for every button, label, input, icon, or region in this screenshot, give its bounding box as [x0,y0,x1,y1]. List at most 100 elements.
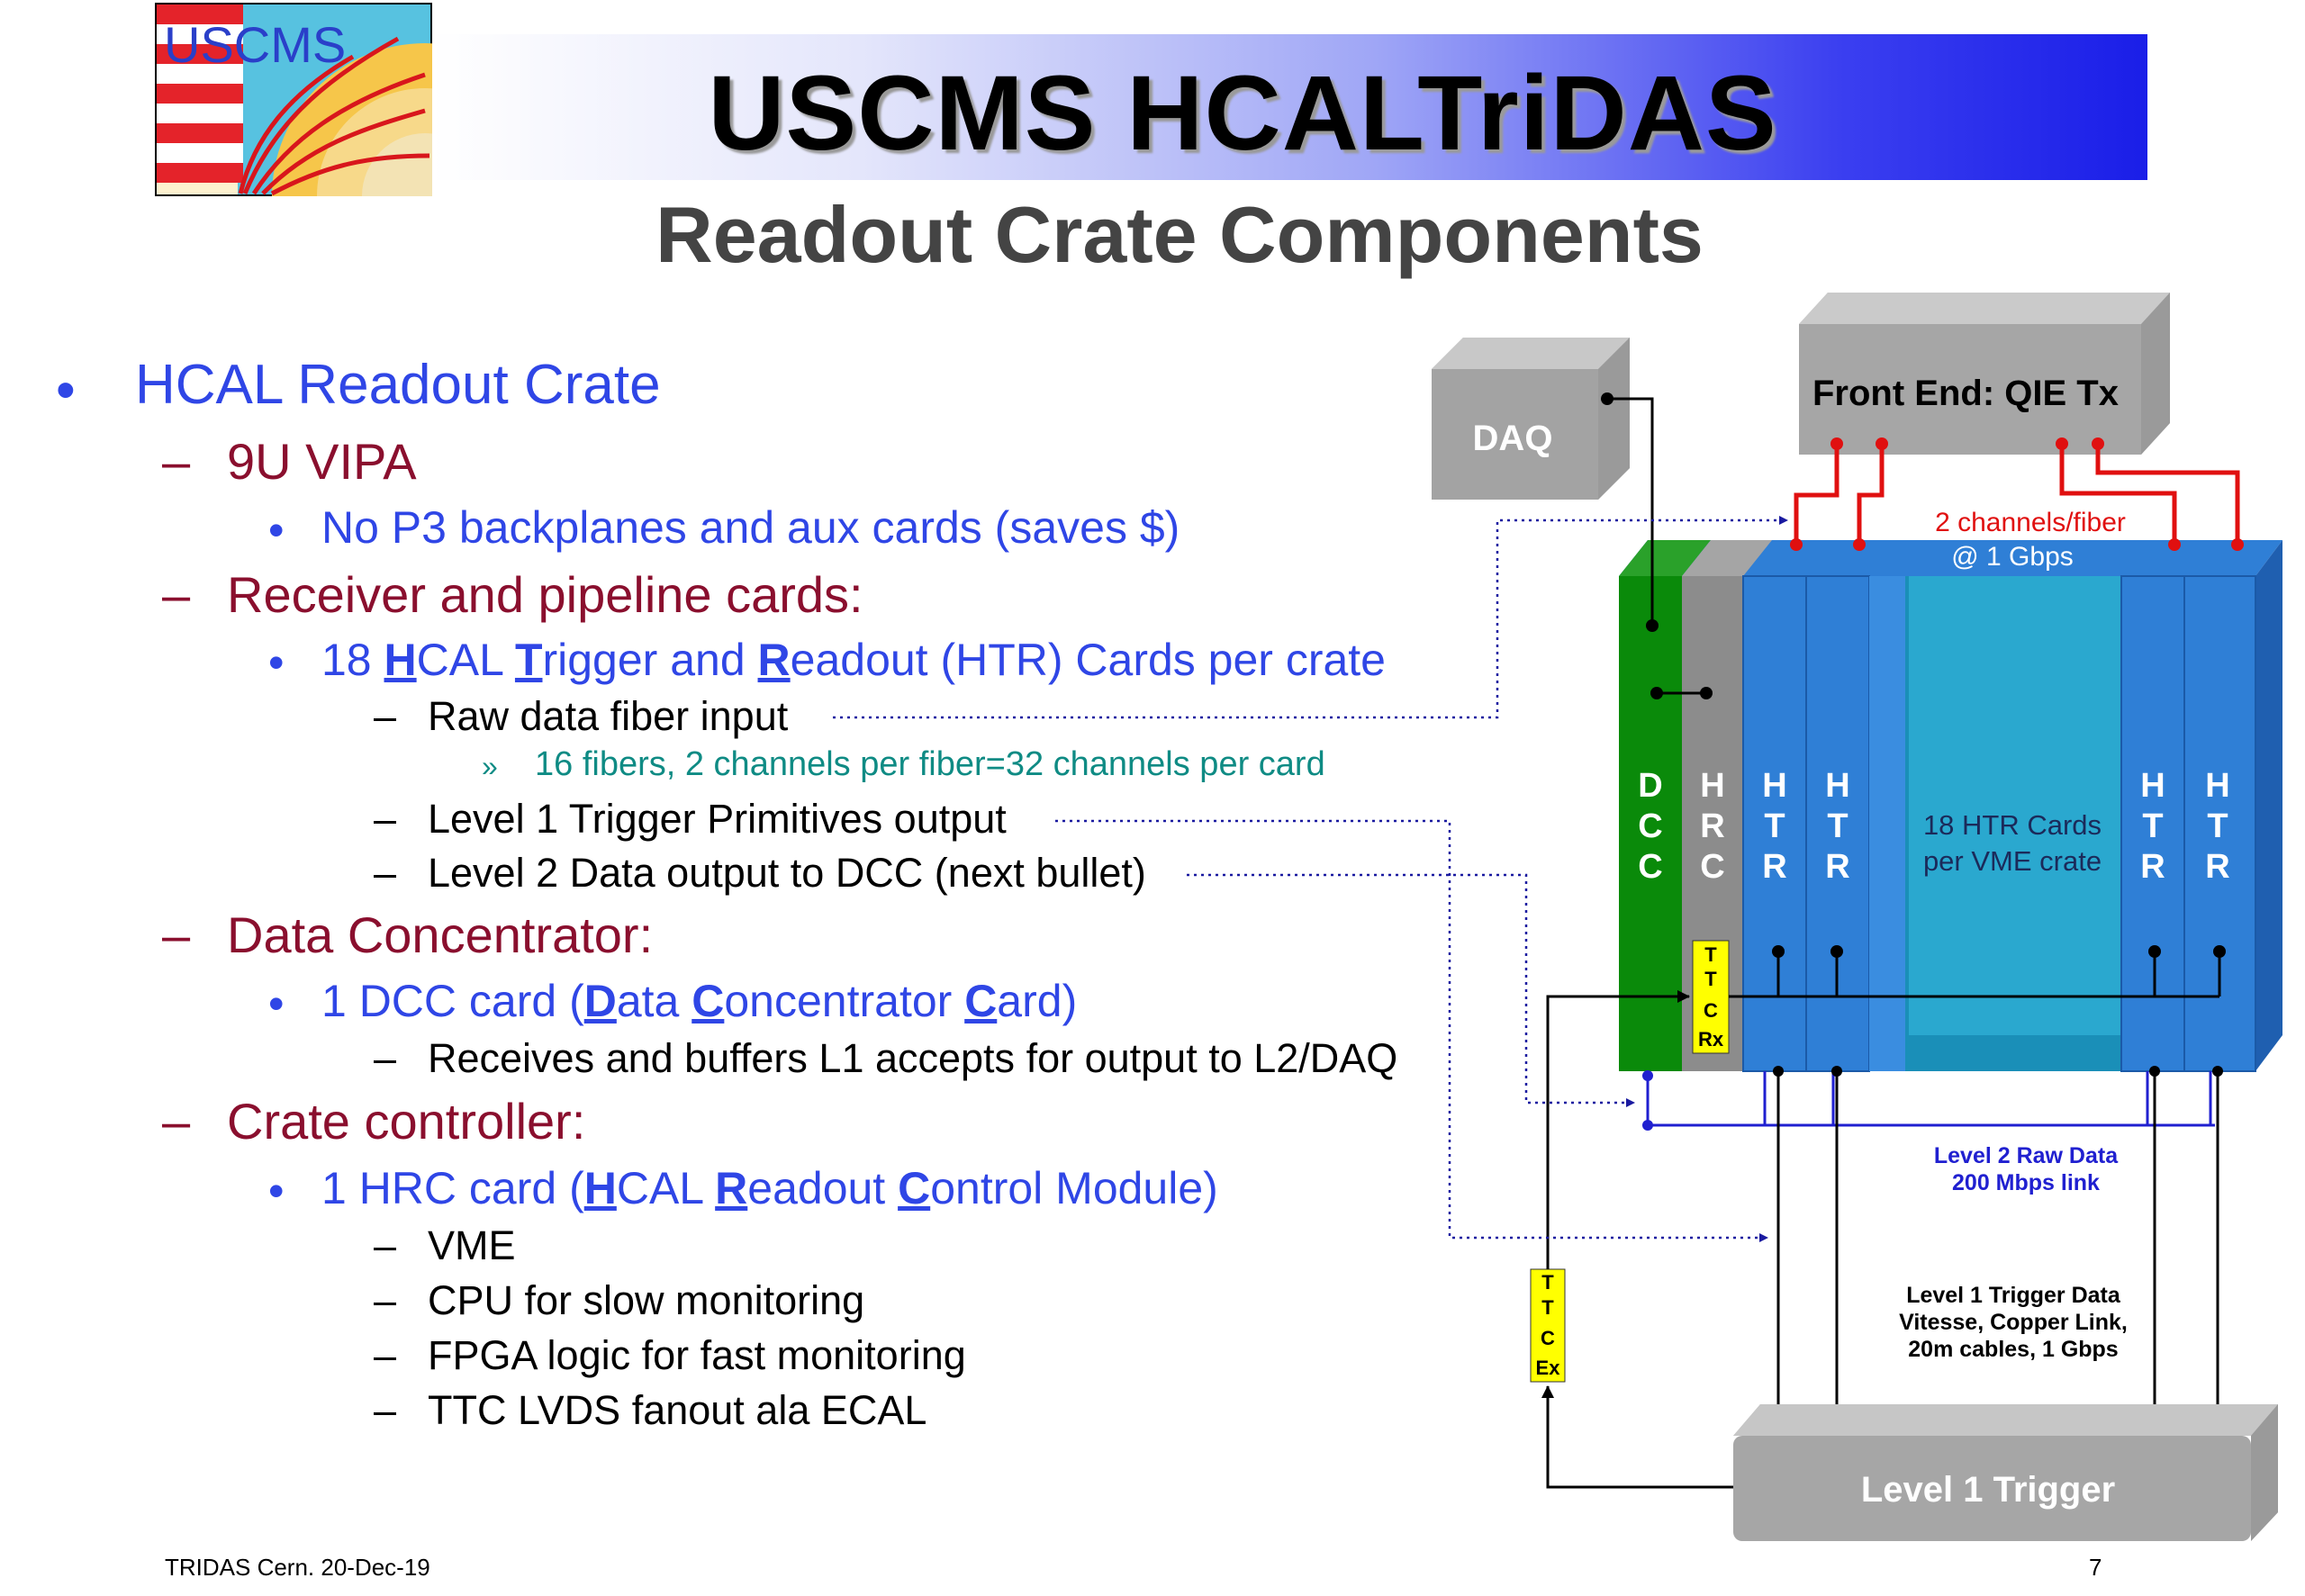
dcc-letter: C [1638,848,1662,886]
page-title: USCMS HCALTriDAS [708,54,1777,173]
dash-marker: – [374,1332,397,1378]
outline-vipa-note: No P3 backplanes and aux cards (saves $) [321,502,1180,553]
level1-data-label-2: Vitesse, Copper Link, [1899,1310,2128,1335]
level1-data-label-3: 20m cables, 1 Gbps [1908,1337,2118,1362]
outline-crate: HCAL Readout Crate [135,354,661,416]
outline-dcc-card: 1 DCC card (Data Concentrator Card) [321,976,1078,1026]
dash-marker: – [374,796,397,842]
dash-marker: – [374,1387,397,1433]
front-end-label: Front End: QIE Tx [1812,374,2119,413]
htr-letter: T [2207,807,2228,845]
htr-letter: T [1827,807,1848,845]
dash-marker: – [374,850,397,896]
dash-marker: – [162,433,191,490]
htr-letter: R [2205,848,2229,886]
crate-top [1619,540,2282,576]
hrc-letter: C [1700,848,1724,886]
outline-l1-primitives: Level 1 Trigger Primitives output [428,796,1007,842]
ttc-rx-letter: T [1704,968,1717,990]
dash-marker: – [162,1093,191,1150]
title-banner [432,34,2147,180]
level2-link-label-2: 200 Mbps link [1952,1170,2100,1195]
daq-box: DAQ [1432,338,1630,500]
dash-marker: – [374,1222,397,1268]
outline-dcc-desc: Receives and buffers L1 accepts for outp… [428,1035,1398,1081]
dash-marker: – [374,693,397,739]
bullet-marker: • [56,359,76,421]
chevron-marker: » [482,750,498,782]
crate-side [2255,540,2282,1071]
outline-fpga: FPGA logic for fast monitoring [428,1332,966,1378]
level1-data-label-1: Level 1 Trigger Data [1906,1283,2121,1308]
logo-text: USCMS [164,16,346,73]
outline-vme: VME [428,1222,516,1268]
outline-raw-fiber: Raw data fiber input [428,693,789,739]
outline-concentrator: Data Concentrator: [227,906,654,963]
daq-label: DAQ [1473,419,1553,458]
bullet-marker: • [268,637,285,688]
ttc-ex-letter: Ex [1536,1357,1561,1379]
ttc-ex-box [1530,1268,1566,1383]
outline-l2-output: Level 2 Data output to DCC (next bullet) [428,850,1146,896]
htr-letter: H [1762,767,1786,805]
outline-controller: Crate controller: [227,1093,586,1150]
htr-count-line-2: per VME crate [1923,845,2102,877]
htr-count-line-1: 18 HTR Cards [1923,809,2102,841]
ttc-rx-box [1692,940,1730,1054]
htr-card [2120,575,2185,1072]
footer-left: TRIDAS Cern. 20-Dec-19 [165,1554,430,1581]
htr-letter: H [2205,767,2229,805]
htr-letter: H [2140,767,2165,805]
hrc-letter: H [1700,767,1724,805]
htr-card-edge [1869,576,1905,1071]
trigger-to-ttc-link [1541,1385,1733,1489]
dash-marker: – [374,1277,397,1323]
ttc-bus [1729,951,2221,998]
htr-letter: T [2142,807,2163,845]
outline-cpu: CPU for slow monitoring [428,1277,865,1323]
outline-vipa: 9U VIPA [227,433,417,490]
dotted-connectors [833,516,1788,1242]
uscms-logo: USCMS [155,3,432,196]
ttc-ex-letter: T [1541,1271,1554,1294]
htr-letter: R [1762,848,1786,886]
dash-marker: – [162,566,191,623]
ttc-ex-letter: T [1541,1296,1554,1319]
fiber-links [1794,444,2240,545]
level1-trigger-label: Level 1 Trigger [1861,1470,2115,1510]
page-subtitle: Readout Crate Components [655,190,1704,279]
dash-marker: – [162,906,191,963]
outline-hrc-card: 1 HRC card (HCAL Readout Control Module) [321,1163,1218,1213]
fiber-rate-label: @ 1 Gbps [1951,542,2074,572]
outline-htr-cards: 18 HCAL Trigger and Readout (HTR) Cards … [321,635,1386,685]
outline-ttc: TTC LVDS fanout ala ECAL [428,1387,927,1433]
dcc-card [1619,576,1682,1071]
daq-link [1607,397,1654,626]
level2-bus [1646,1071,2215,1127]
page-number: 7 [2089,1554,2102,1581]
ttc-ex-letter: C [1541,1327,1555,1349]
ttc-rx-letter: C [1704,999,1718,1022]
outline-receiver: Receiver and pipeline cards: [227,566,863,623]
bullet-marker: • [268,1166,285,1216]
dcc-letter: C [1638,807,1662,845]
ttc-rx-letter: Rx [1698,1028,1724,1050]
hrc-letter: R [1700,807,1724,845]
ttc-ex-to-rx-link [1546,990,1690,1269]
bullet-marker: • [268,978,285,1029]
dcc-letter: D [1638,767,1662,805]
fiber-channels-label: 2 channels/fiber [1935,508,2126,537]
front-end-box: Front End: QIE Tx [1799,293,2170,455]
level2-link-label-1: Level 2 Raw Data [1934,1143,2119,1168]
htr-letter: R [1825,848,1849,886]
htr-card [1742,575,1807,1072]
dash-marker: – [374,1035,397,1081]
htr-letter: H [1825,767,1849,805]
outline-fibers: 16 fibers, 2 channels per fiber=32 chann… [535,745,1325,783]
htr-letter: R [2140,848,2165,886]
bullet-marker: • [268,505,285,555]
level1-trigger-box: Level 1 Trigger [1733,1404,2278,1541]
ttc-rx-letter: T [1704,943,1717,966]
htr-letter: T [1764,807,1785,845]
